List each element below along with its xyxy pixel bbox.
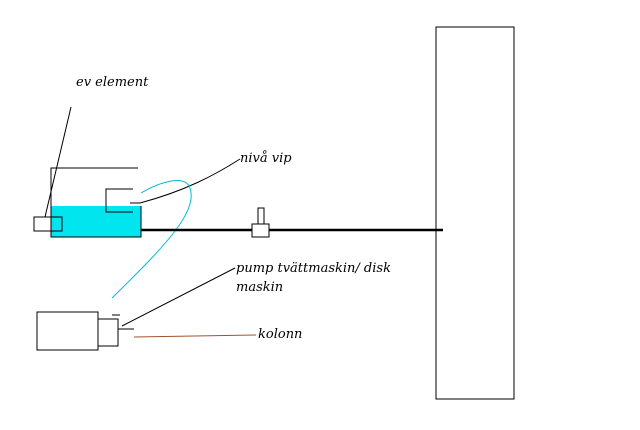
pump-head — [97, 318, 119, 347]
valve-body — [251, 223, 270, 238]
column-leader-line — [133, 334, 257, 338]
label-column: kolonn — [258, 327, 302, 342]
label-heater: ev element — [76, 75, 149, 90]
heater-leader-line — [44, 106, 72, 218]
pump-motor — [36, 311, 99, 351]
pump — [36, 311, 134, 351]
level-switch — [105, 188, 133, 213]
hose — [111, 180, 192, 299]
pump-leader-line — [121, 267, 236, 327]
water-tank — [50, 167, 142, 238]
label-pump-line2: maskin — [236, 280, 283, 295]
tank-outline — [50, 167, 142, 238]
level-switch-leader-line — [139, 158, 241, 204]
label-pump-line1: pump tvättmaskin/ disk — [236, 261, 391, 276]
column-body — [435, 26, 515, 400]
label-level-switch: nivå vip — [240, 150, 292, 166]
heater-element — [33, 216, 63, 232]
tank-water — [51, 206, 141, 237]
valve-stem — [257, 207, 265, 225]
